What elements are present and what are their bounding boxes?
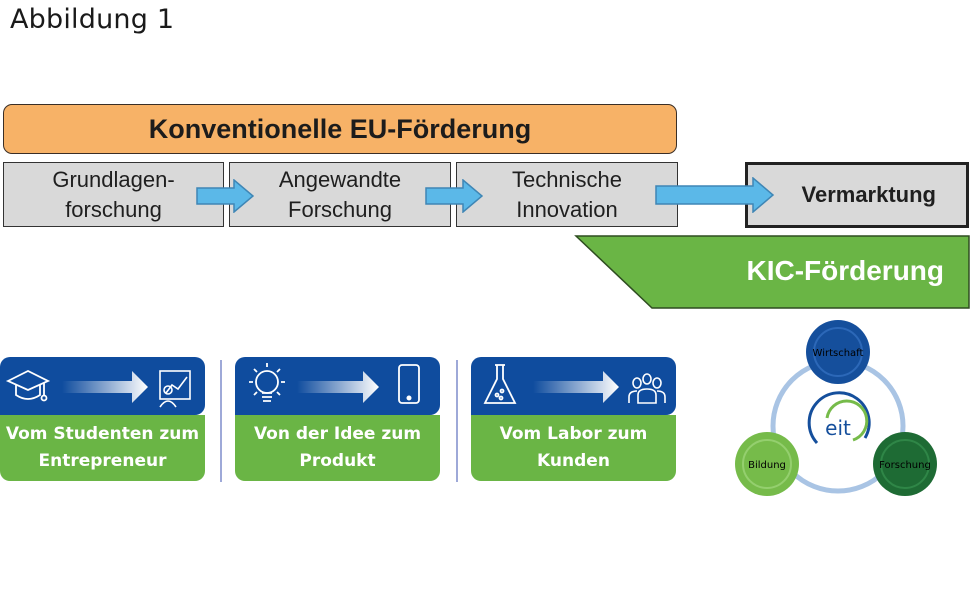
stage-basic-research: Grundlagen- forschung <box>3 162 224 227</box>
graduation-cap-icon <box>5 369 51 402</box>
lightbulb-icon <box>249 363 285 402</box>
eit-logo-icon: eit <box>807 391 871 445</box>
stage-commercialization: Vermarktung <box>745 162 969 228</box>
card-header <box>0 357 205 415</box>
svg-text:eit: eit <box>825 416 851 440</box>
stage-label: Technische Innovation <box>511 166 623 222</box>
smartphone-icon <box>398 364 420 404</box>
node-label: Wirtschaft <box>813 348 864 359</box>
stage-technical-innovation: Technische Innovation <box>456 162 678 227</box>
eit-knowledge-triangle: eit Wirtschaft Bildung Forschung <box>725 318 955 508</box>
card-header <box>235 357 440 415</box>
flow-arrow-icon <box>196 179 254 213</box>
presenter-chart-icon <box>159 370 191 408</box>
node-bildung: Bildung <box>735 432 799 496</box>
gradient-arrow-icon <box>533 371 619 403</box>
card-separator <box>220 360 222 482</box>
stage-label: Grundlagen- forschung <box>52 166 175 222</box>
kic-funding-label: KIC-Förderung <box>746 255 944 286</box>
card-footer: Vom Labor zum Kunden <box>471 415 676 481</box>
card-idea-to-product: Von der Idee zum Produkt <box>235 357 440 481</box>
node-wirtschaft: Wirtschaft <box>806 320 870 384</box>
card-footer: Von der Idee zum Produkt <box>235 415 440 481</box>
flow-arrow-icon <box>655 177 775 213</box>
gradient-arrow-icon <box>62 371 148 403</box>
card-lab-to-customer: Vom Labor zum Kunden <box>471 357 676 481</box>
card-label: Vom Studenten zum Entrepreneur <box>5 424 200 471</box>
card-header <box>471 357 676 415</box>
lab-flask-icon <box>483 364 517 404</box>
gradient-arrow-icon <box>297 371 379 403</box>
stage-applied-research: Angewandte Forschung <box>229 162 451 227</box>
card-label: Von der Idee zum Produkt <box>253 424 422 471</box>
figure-title: Abbildung 1 <box>10 4 175 35</box>
card-student-to-entrepreneur: Vom Studenten zum Entrepreneur <box>0 357 205 481</box>
people-group-icon <box>628 373 666 404</box>
conventional-funding-label: Konventionelle EU-Förderung <box>148 113 532 144</box>
conventional-funding-banner: Konventionelle EU-Förderung <box>3 104 677 154</box>
kic-funding-banner <box>574 235 970 309</box>
card-footer: Vom Studenten zum Entrepreneur <box>0 415 205 481</box>
node-label: Bildung <box>748 460 786 471</box>
card-separator <box>456 360 458 482</box>
node-forschung: Forschung <box>873 432 937 496</box>
card-label: Vom Labor zum Kunden <box>499 424 648 471</box>
stage-label: Vermarktung <box>801 182 937 207</box>
flow-arrow-icon <box>425 179 483 213</box>
node-label: Forschung <box>879 460 931 471</box>
stage-label: Angewandte Forschung <box>278 166 402 222</box>
